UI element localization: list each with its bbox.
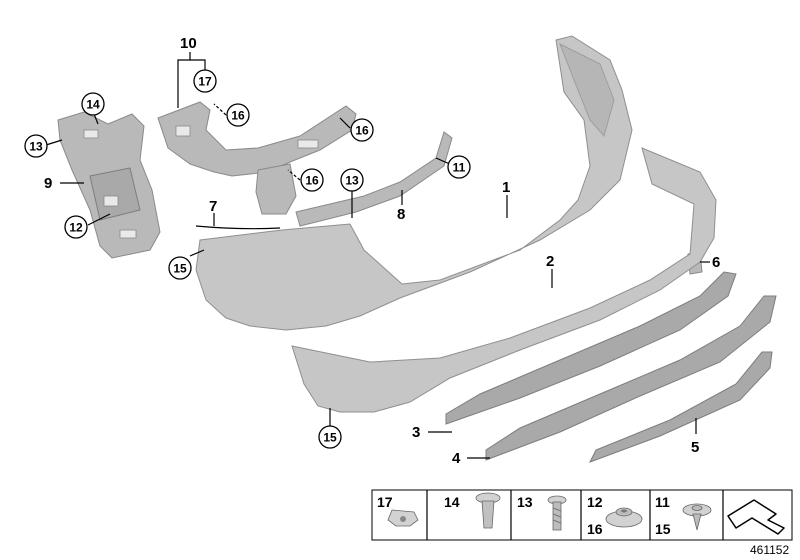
callout-17: 17 (193, 69, 217, 93)
svg-text:13: 13 (345, 174, 359, 188)
svg-text:14: 14 (444, 494, 460, 510)
callout-13b: 13 (340, 168, 364, 192)
callout-13a: 13 (24, 134, 48, 158)
part-bumper-trim (195, 35, 633, 331)
callout-10: 10 (180, 35, 197, 52)
document-number: 461152 (750, 543, 789, 557)
svg-text:16: 16 (587, 521, 603, 537)
svg-text:16: 16 (355, 124, 369, 138)
part-guide-rail (295, 131, 453, 227)
callout-6: 6 (712, 254, 720, 271)
plastic-rivet-icon (682, 503, 712, 531)
legend-cell-11-15: 11 15 (655, 494, 712, 537)
part-strip-3 (445, 271, 737, 425)
part-strip-5 (588, 351, 773, 463)
legend-cell-17: 17 (377, 494, 419, 527)
svg-text:14: 14 (86, 98, 100, 112)
fastener-legend: 17 14 13 12 (371, 489, 793, 541)
part-trim-strip (195, 225, 281, 230)
callout-16b: 16 (350, 118, 374, 142)
callout-3: 3 (412, 424, 420, 441)
svg-text:12: 12 (69, 221, 83, 235)
svg-text:16: 16 (305, 174, 319, 188)
svg-text:11: 11 (655, 494, 670, 510)
svg-text:15: 15 (173, 262, 187, 276)
callout-16c: 16 (300, 168, 324, 192)
svg-text:12: 12 (587, 494, 603, 510)
callout-2: 2 (546, 253, 554, 270)
svg-text:13: 13 (517, 494, 533, 510)
callout-16a: 16 (226, 103, 250, 127)
legend-cell-12-16: 12 16 (587, 494, 643, 537)
svg-text:16: 16 (231, 109, 245, 123)
svg-text:17: 17 (198, 75, 212, 89)
callout-5: 5 (691, 439, 699, 456)
part-bracket-left (57, 111, 161, 259)
svg-text:13: 13 (29, 140, 43, 154)
callout-4: 4 (452, 450, 461, 467)
part-carrier-bracket (157, 101, 357, 215)
callouts: 1 2 3 4 5 6 7 8 9 10 11 12 13 13 14 (24, 35, 720, 467)
clip-nut-icon (387, 509, 419, 527)
screw-icon (547, 495, 567, 531)
callout-9: 9 (44, 175, 52, 192)
svg-text:15: 15 (323, 431, 337, 445)
legend-cell-13: 13 (517, 494, 567, 531)
part-strip-4 (485, 295, 777, 461)
callout-12: 12 (64, 215, 88, 239)
callout-15b: 15 (318, 425, 342, 449)
leader-lines (45, 52, 710, 459)
callout-15a: 15 (168, 256, 192, 280)
callout-8: 8 (397, 206, 405, 223)
expanding-rivet-icon (475, 492, 501, 529)
legend-cell-sealing-strip (727, 499, 785, 535)
svg-text:15: 15 (655, 521, 671, 537)
collar-nut-icon (605, 507, 643, 528)
part-lower-cover (291, 147, 717, 413)
svg-text:17: 17 (377, 494, 393, 510)
callout-14: 14 (81, 92, 105, 116)
callout-7: 7 (209, 198, 217, 215)
callout-1: 1 (502, 179, 510, 196)
legend-cell-14: 14 (444, 492, 501, 529)
callout-11: 11 (447, 155, 471, 179)
svg-text:11: 11 (453, 161, 466, 175)
sealing-strip-icon (727, 499, 785, 535)
